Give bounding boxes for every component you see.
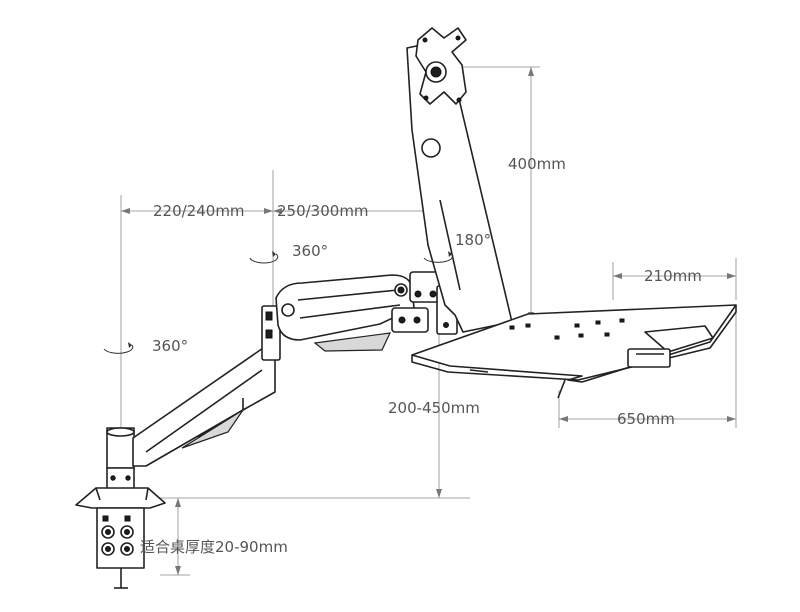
tray-holes (509, 318, 625, 340)
monitor-height-label: 400mm (508, 155, 566, 173)
desk-thickness-label: 适合桌厚度20-90mm (140, 538, 288, 556)
upper-arm (275, 271, 458, 352)
arm2-length-label: 250/300mm (277, 202, 369, 220)
rotation-arrows (103, 251, 454, 354)
height-range-label: 200-450mm (388, 399, 480, 417)
mount-rotation-label: 180° (455, 231, 491, 249)
tray-width-label: 650mm (617, 410, 675, 428)
keyboard-tray (411, 304, 737, 399)
lower-arm (132, 305, 281, 467)
arm1-rotation-label: 360° (152, 337, 188, 355)
desk-clamp (75, 427, 166, 589)
monitor-post (406, 27, 513, 333)
arm1-length-label: 220/240mm (153, 202, 245, 220)
arm2-rotation-label: 360° (292, 242, 328, 260)
tray-depth-label: 210mm (644, 267, 702, 285)
